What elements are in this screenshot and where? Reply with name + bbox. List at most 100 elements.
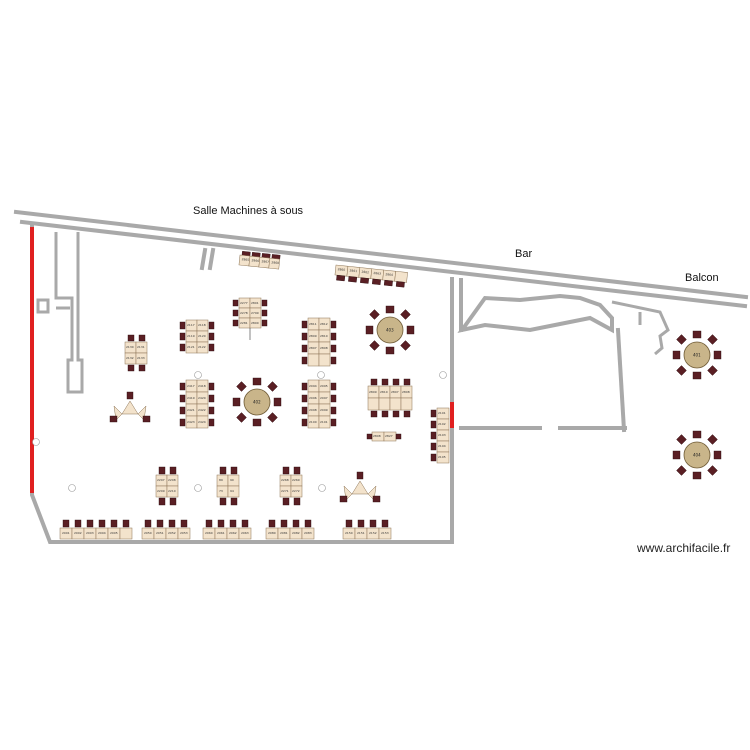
desk-label: 2810	[320, 334, 328, 338]
desk-label: 2419	[187, 396, 195, 400]
pillars	[32, 371, 447, 492]
desk-label: 2003	[86, 531, 94, 535]
desk-label: 2808	[320, 346, 328, 350]
desk-label: 2119	[187, 334, 195, 338]
desk-label: 2118	[198, 323, 206, 327]
desk-label: 2080	[268, 531, 276, 535]
desk-label: 2150	[345, 531, 353, 535]
desk-label: 2100	[309, 420, 317, 424]
desk-label: 2807	[309, 346, 317, 350]
desk-row-bottom-3: 2060 2061 2062 2063	[202, 519, 252, 540]
round-table: 404	[672, 430, 722, 480]
desk-label: 2808	[373, 434, 381, 438]
desk-label: 2810	[380, 390, 388, 394]
desk-group-right-column: 2101 2102 2103 2104 2105	[430, 407, 450, 464]
desk-label: 2062	[229, 531, 237, 535]
desk-label: 2095	[320, 384, 328, 388]
desk-label: 2210	[168, 489, 176, 493]
desk-label: 2812	[320, 322, 328, 326]
desk-label: 2060	[205, 531, 213, 535]
desk-label: 2799	[251, 311, 259, 315]
desk-label: 2811	[309, 322, 317, 326]
desk-label: 2272	[292, 489, 300, 493]
room-label-balcony: Balcon	[685, 272, 719, 284]
desk-label: 2133	[137, 356, 145, 360]
desk-label: 2862	[361, 270, 369, 275]
desk-label: 2101	[320, 420, 328, 424]
desk-label: 2004	[98, 531, 106, 535]
desk-label: 2801	[251, 301, 259, 305]
desk-label: 2424	[198, 420, 206, 424]
desk-group-small-pair: 2808 2827	[366, 431, 402, 442]
desk-group-e: 2094 2095 2096 2097 2098 2099 2100 2101	[301, 379, 337, 429]
round-table: 401	[672, 330, 722, 380]
desk-group-c: 2811 2812 2809 2810 2807 2808	[301, 317, 337, 367]
desk-label: 89	[219, 478, 223, 482]
desk-label: 2418	[198, 384, 206, 388]
desk-label: 2867	[261, 259, 269, 264]
round-table-label: 402	[253, 400, 261, 405]
desk-label: 2002	[74, 531, 82, 535]
desk-label: 2130	[126, 345, 134, 349]
desk-group-top-right: 2860 2861 2862 2863 2864	[334, 264, 408, 288]
desk-label: 2053	[180, 531, 188, 535]
desk-label: 2421	[187, 408, 195, 412]
desk-label: 2809	[369, 390, 377, 394]
desk-label: 2096	[309, 396, 317, 400]
desk-label: 2271	[281, 489, 289, 493]
desk-label: 2860	[337, 267, 345, 272]
desk-label: 2865	[241, 257, 249, 262]
round-table: 403	[365, 305, 415, 355]
desk-row-bottom-5: 2150 2151 2152 2153	[342, 519, 392, 540]
desk-row-bottom-2: 2050 2051 2052 2053	[141, 519, 191, 540]
desk-label: 2051	[156, 531, 164, 535]
desk-label: 2153	[381, 531, 389, 535]
desk-label: 2052	[168, 531, 176, 535]
desk-label: 2050	[144, 531, 152, 535]
desk-label: 2868	[271, 260, 279, 265]
desk-label: 2061	[217, 531, 225, 535]
desk-group-left: 2130 2131 2132 2133	[124, 334, 148, 372]
desk-label: 2422	[198, 408, 206, 412]
desk-label: 2098	[309, 408, 317, 412]
desk-label: 90	[230, 478, 234, 482]
desk-label: 2808	[402, 390, 410, 394]
desk-label: 2121	[187, 345, 195, 349]
desk-label: 2281	[240, 321, 248, 325]
desk-group-mid-right: 2809 2810 2807 2808	[367, 378, 413, 418]
desk-label: 2277	[240, 301, 248, 305]
desk-label: 2101	[438, 411, 446, 415]
desk-label: 2099	[320, 408, 328, 412]
desk-label: 2151	[357, 531, 365, 535]
desk-label: 2827	[385, 434, 393, 438]
desk-label: 2208	[168, 478, 176, 482]
desk-label: 2278	[240, 311, 248, 315]
desk-label: 2866	[251, 258, 259, 263]
desk-group-h: 89 90 73 94	[216, 466, 240, 506]
room-label-slot-room: Salle Machines à sous	[193, 205, 304, 217]
desk-label: 2209	[157, 489, 165, 493]
desk-label: 2152	[369, 531, 377, 535]
desk-label: 2809	[309, 334, 317, 338]
desk-group-a: 2117 2118 2119 2120 2121 2122	[179, 319, 215, 354]
desk-label: 2417	[187, 384, 195, 388]
desk-label: 2081	[280, 531, 288, 535]
desk-label: 2863	[373, 271, 381, 276]
round-table: 402	[232, 377, 282, 427]
watermark: www.archifacile.fr	[637, 541, 731, 555]
desk-group-d: 2417 2418 2419 2420 2421 2422 2423 2424	[179, 379, 215, 429]
desk-group-i: 2268 2269 2271 2272	[279, 466, 303, 506]
round-table-label: 403	[386, 328, 394, 333]
desk-label: 2864	[385, 272, 393, 277]
desk-label: 2207	[157, 478, 165, 482]
desk-label: 2132	[126, 356, 134, 360]
desk-label: 2122	[198, 345, 206, 349]
desk-group-b: 2277 2801 2278 2799 2281 2800	[232, 297, 268, 340]
desk-label: 2005	[110, 531, 118, 535]
room-label-bar: Bar	[515, 248, 533, 260]
desk-label: 2269	[292, 478, 300, 482]
desk-label: 2861	[349, 268, 357, 273]
desk-label: 2807	[391, 390, 399, 394]
desk-label: 2097	[320, 396, 328, 400]
desk-row-bottom-1: 2001 2002 2003 2004 2005	[59, 519, 133, 540]
